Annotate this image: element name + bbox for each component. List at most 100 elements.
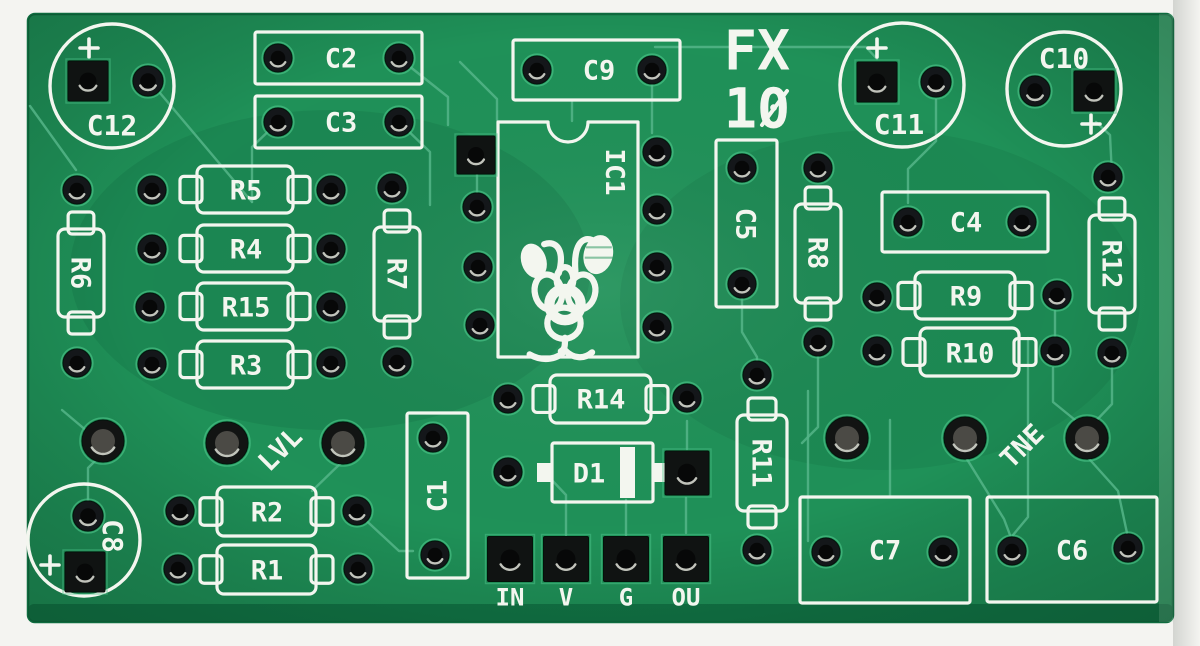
through-hole-pad (314, 290, 348, 324)
board-title-top: FX (724, 18, 790, 82)
resistor-body (913, 270, 1017, 321)
through-hole-pad (133, 290, 167, 324)
through-hole-pad (725, 151, 759, 185)
pad-hole-highlight (809, 345, 827, 352)
square-pad (1071, 68, 1117, 114)
through-hole-pad (382, 105, 416, 139)
resistor-lead-tab (309, 554, 335, 585)
square-pad (660, 533, 712, 585)
square-pad (600, 533, 652, 585)
pad-hole-highlight (322, 193, 340, 200)
polarity-plus-icon (1080, 113, 1102, 135)
pad-hole-highlight (143, 252, 161, 259)
capacitor-outline (511, 38, 682, 102)
pot-pad (1063, 414, 1111, 462)
through-hole-pad (463, 308, 497, 342)
capacitor-C3 (253, 94, 424, 150)
resistor-body (195, 164, 295, 215)
pad-hole-highlight (648, 330, 666, 337)
silk-label-C12: C12 (87, 109, 138, 142)
resistor-R6 (56, 173, 106, 380)
pad-hole-highlight (349, 572, 367, 579)
resistor-R7 (372, 171, 422, 379)
silk-label-R15: R15 (222, 292, 271, 323)
copper-trace (906, 98, 938, 205)
pad-hole-highlight (648, 155, 666, 162)
pad-hole-highlight (499, 402, 517, 409)
resistor-body (548, 373, 653, 425)
diode-outline (550, 441, 655, 504)
pad-hole-highlight (1099, 180, 1117, 187)
resistor-R11 (735, 358, 789, 567)
through-hole-pad (416, 421, 450, 455)
pot-pads-TNE (823, 414, 1111, 462)
through-hole-pad (1038, 334, 1072, 368)
resistor-R8 (793, 151, 843, 359)
pad-hole-highlight (383, 191, 401, 198)
through-hole-pad (1017, 73, 1053, 109)
diode-lead (537, 463, 552, 482)
resistor-lead-tab (1097, 196, 1127, 222)
silk-label-R5: R5 (230, 175, 263, 206)
electrolytic-outline (1005, 30, 1123, 148)
through-hole-pad (1040, 278, 1074, 312)
pad-hole-highlight (169, 572, 187, 579)
pad-hole-highlight (466, 158, 486, 166)
resistor-body (918, 326, 1021, 378)
square-pad (62, 549, 108, 595)
pad-hole-highlight (748, 378, 766, 385)
capacitor-outline (714, 138, 779, 309)
electrolytic-capacitor-C10 (1005, 30, 1123, 148)
pad-hole-highlight (528, 73, 546, 80)
silk-label-IN: IN (496, 583, 525, 611)
through-hole-pad (314, 346, 348, 380)
pad-hole-highlight (143, 367, 161, 374)
square-pad (65, 58, 111, 104)
through-hole-pad (725, 267, 759, 301)
pad-hole-highlight (1074, 443, 1100, 453)
diode-cathode-bar (620, 447, 635, 498)
pad-hole-highlight (817, 555, 835, 562)
resistor-lead-tab (896, 280, 922, 311)
copper-trace (397, 56, 450, 127)
through-hole-pad (995, 534, 1029, 568)
diode-D1 (491, 441, 712, 504)
pad-hole-highlight (499, 563, 521, 571)
pad-hole-highlight (1026, 94, 1044, 102)
copper-trace (1011, 336, 1030, 537)
silk-label-R3: R3 (230, 350, 263, 381)
silk-label-C9: C9 (583, 55, 616, 86)
rabbit-mascot-icon (520, 235, 614, 363)
diode-lead (653, 463, 668, 482)
through-hole-pad (670, 381, 704, 415)
resistor-R10 (860, 326, 1072, 378)
resistor-R15 (133, 281, 348, 332)
pad-hole-highlight (676, 477, 698, 485)
capacitor-outline (253, 30, 424, 86)
pad-hole-highlight (469, 270, 487, 277)
resistor-lead-tab (66, 210, 96, 236)
through-hole-pad (860, 334, 894, 368)
resistor-body (195, 339, 295, 390)
through-hole-pad (926, 535, 960, 569)
pot-pad (319, 419, 367, 467)
copper-trace (1051, 366, 1082, 426)
through-hole-pad (461, 250, 495, 284)
resistor-R2 (163, 485, 374, 538)
pot-pad (823, 414, 871, 462)
through-hole-pad (640, 310, 674, 344)
square-pad (854, 59, 900, 105)
silk-label-C6: C6 (1056, 535, 1089, 566)
through-hole-pad (640, 193, 674, 227)
pad-hole-highlight (1103, 356, 1121, 363)
resistor-lead-tab (531, 383, 557, 415)
io-header-pads (484, 533, 712, 585)
resistor-lead-tab (178, 349, 204, 380)
square-pad (662, 448, 712, 498)
through-hole-pad (640, 135, 674, 169)
pot-pad (941, 414, 989, 462)
silk-label-R12: R12 (1096, 240, 1127, 289)
resistor-body (56, 227, 106, 319)
pad-hole-highlight (141, 310, 159, 317)
